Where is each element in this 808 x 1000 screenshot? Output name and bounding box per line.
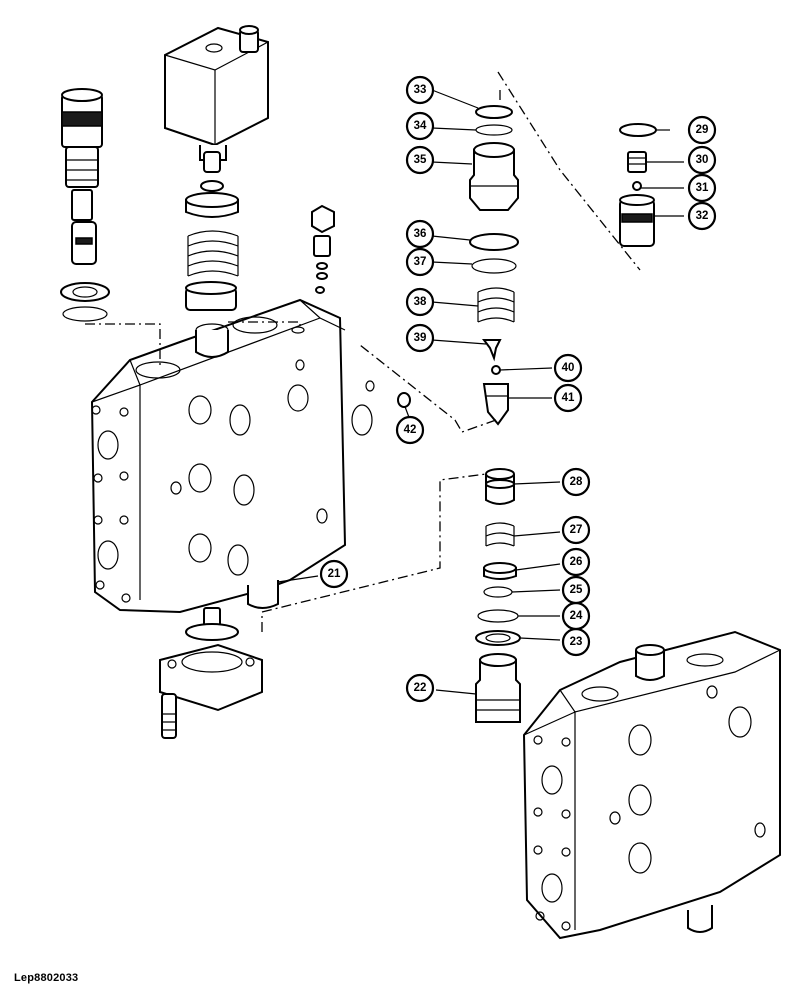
callout-41: 41	[553, 383, 583, 413]
callout-33: 33	[405, 75, 435, 105]
callout-39-label: 39	[414, 332, 427, 344]
callout-25-label: 25	[570, 584, 583, 596]
callout-36-label: 36	[414, 228, 427, 240]
callout-31-label: 31	[696, 182, 709, 194]
callout-29: 29	[687, 115, 717, 145]
callout-35-label: 35	[414, 154, 427, 166]
callout-21-label: 21	[328, 568, 341, 580]
cartridge-stack-33-41	[469, 105, 519, 426]
callout-27: 27	[561, 515, 591, 545]
main-valve-body	[90, 298, 375, 614]
callout-32-label: 32	[696, 210, 709, 222]
secondary-valve-body	[522, 630, 781, 940]
callout-40-label: 40	[562, 362, 575, 374]
callout-27-label: 27	[570, 524, 583, 536]
flange-assembly	[159, 607, 263, 739]
callout-24-label: 24	[570, 610, 583, 622]
callout-24: 24	[561, 601, 591, 631]
callout-37: 37	[405, 247, 435, 277]
callout-35: 35	[405, 145, 435, 175]
callout-34: 34	[405, 111, 435, 141]
callout-22-label: 22	[414, 682, 427, 694]
callout-42-label: 42	[404, 424, 417, 436]
assembly-lines	[85, 71, 641, 632]
callout-39: 39	[405, 323, 435, 353]
callout-42: 42	[395, 415, 425, 445]
callout-28: 28	[561, 467, 591, 497]
plug-stack	[311, 204, 335, 294]
drawing-reference-code: Lep8802033	[14, 972, 79, 984]
callout-38-label: 38	[414, 296, 427, 308]
callout-26-label: 26	[570, 556, 583, 568]
callout-22: 22	[405, 673, 435, 703]
callout-28-label: 28	[570, 476, 583, 488]
callout-30-label: 30	[696, 154, 709, 166]
solenoid-assembly	[164, 25, 269, 311]
callout-41-label: 41	[562, 392, 575, 404]
leader-lines	[277, 89, 684, 695]
callout-23: 23	[561, 627, 591, 657]
callout-37-label: 37	[414, 256, 427, 268]
callout-23-label: 23	[570, 636, 583, 648]
relief-cartridge-left	[60, 88, 110, 322]
callout-21: 21	[319, 559, 349, 589]
callout-40: 40	[553, 353, 583, 383]
cartridge-stack-22-28	[475, 468, 521, 723]
callout-33-label: 33	[414, 84, 427, 96]
callout-29-label: 29	[696, 124, 709, 136]
callout-25: 25	[561, 575, 591, 605]
callout-34-label: 34	[414, 120, 427, 132]
cartridge-stack-29-32	[619, 123, 657, 247]
callout-32: 32	[687, 201, 717, 231]
callout-31: 31	[687, 173, 717, 203]
callout-26: 26	[561, 547, 591, 577]
callout-30: 30	[687, 145, 717, 175]
callout-38: 38	[405, 287, 435, 317]
callout-36: 36	[405, 219, 435, 249]
